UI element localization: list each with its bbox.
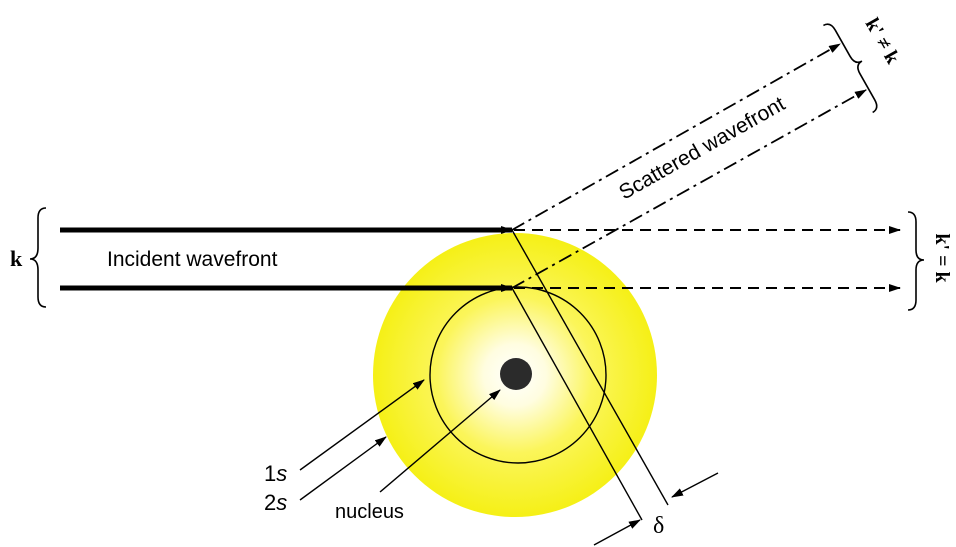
arrow-1s (299, 379, 425, 471)
path-line-top (511, 229, 669, 506)
arrow-2s (299, 436, 387, 501)
scattered-ray-bottom (511, 89, 867, 289)
brace-incident (29, 207, 47, 308)
orbital-2s-label: 2s (264, 490, 287, 515)
nucleus-label: nucleus (335, 501, 404, 523)
arrow-nucleus (379, 389, 501, 493)
brace-scattered (823, 23, 878, 114)
k-scattered-label: k' ≠ k (861, 14, 905, 68)
delta-label: δ (653, 513, 664, 539)
k-forward-label: k' = k (931, 233, 953, 283)
brace-forward (907, 211, 925, 311)
delta-arrow-left (593, 519, 641, 546)
nucleus-dot (500, 358, 532, 390)
orbital-1s-label: 1s (264, 461, 287, 486)
scattered-wavefront-label: Scattered wavefront (615, 92, 789, 204)
scattered-ray-top (511, 43, 841, 231)
incident-wavefront-label: Incident wavefront (107, 248, 278, 271)
path-line-bottom (511, 287, 643, 521)
k-incident-label: k (10, 246, 23, 271)
delta-arrow-right (671, 472, 719, 498)
